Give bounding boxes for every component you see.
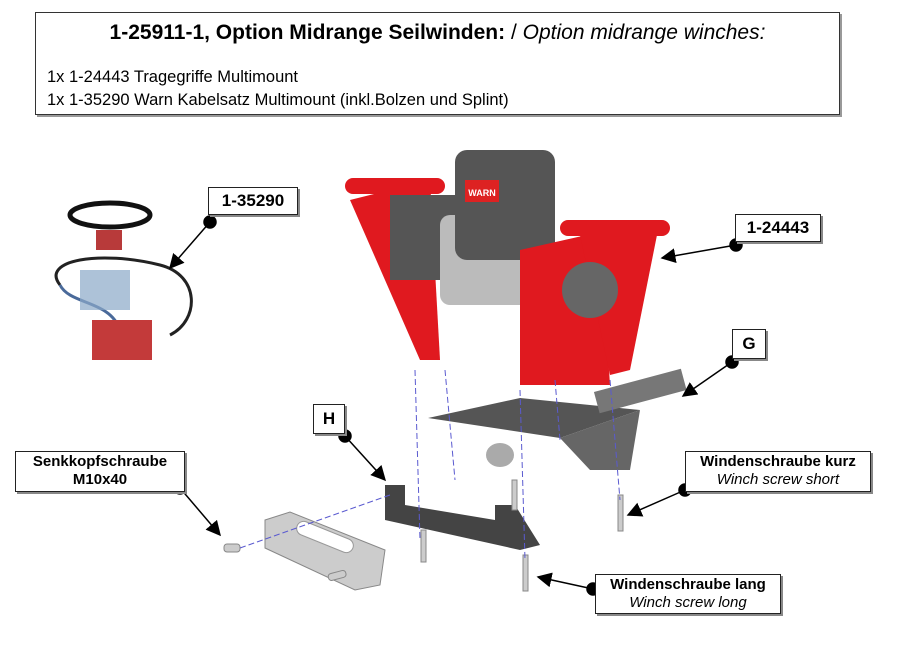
assembly-lines bbox=[239, 369, 621, 561]
cable-kit-illustration bbox=[54, 200, 193, 360]
parts-list-item: 1x 1-35290 Warn Kabelsatz Multimount (in… bbox=[47, 91, 509, 109]
page-title: 1-25911-1, Option Midrange Seilwinden: /… bbox=[109, 21, 766, 44]
bracket-h bbox=[385, 485, 540, 550]
parts-header-box: 1-25911-1, Option Midrange Seilwinden: /… bbox=[35, 12, 840, 115]
mounting-plate-g bbox=[428, 368, 687, 470]
callout-1-35290: 1-35290 bbox=[208, 187, 298, 215]
callout-g: G bbox=[732, 329, 766, 359]
parts-list-item: 1x 1-24443 Tragegriffe Multimount bbox=[47, 68, 299, 86]
winch-illustration: WARN bbox=[345, 150, 670, 385]
callout-h: H bbox=[313, 404, 345, 434]
callout-1-24443: 1-24443 bbox=[735, 214, 821, 242]
fairlead bbox=[264, 511, 386, 591]
warn-logo: WARN bbox=[468, 188, 496, 198]
screws bbox=[223, 479, 624, 592]
